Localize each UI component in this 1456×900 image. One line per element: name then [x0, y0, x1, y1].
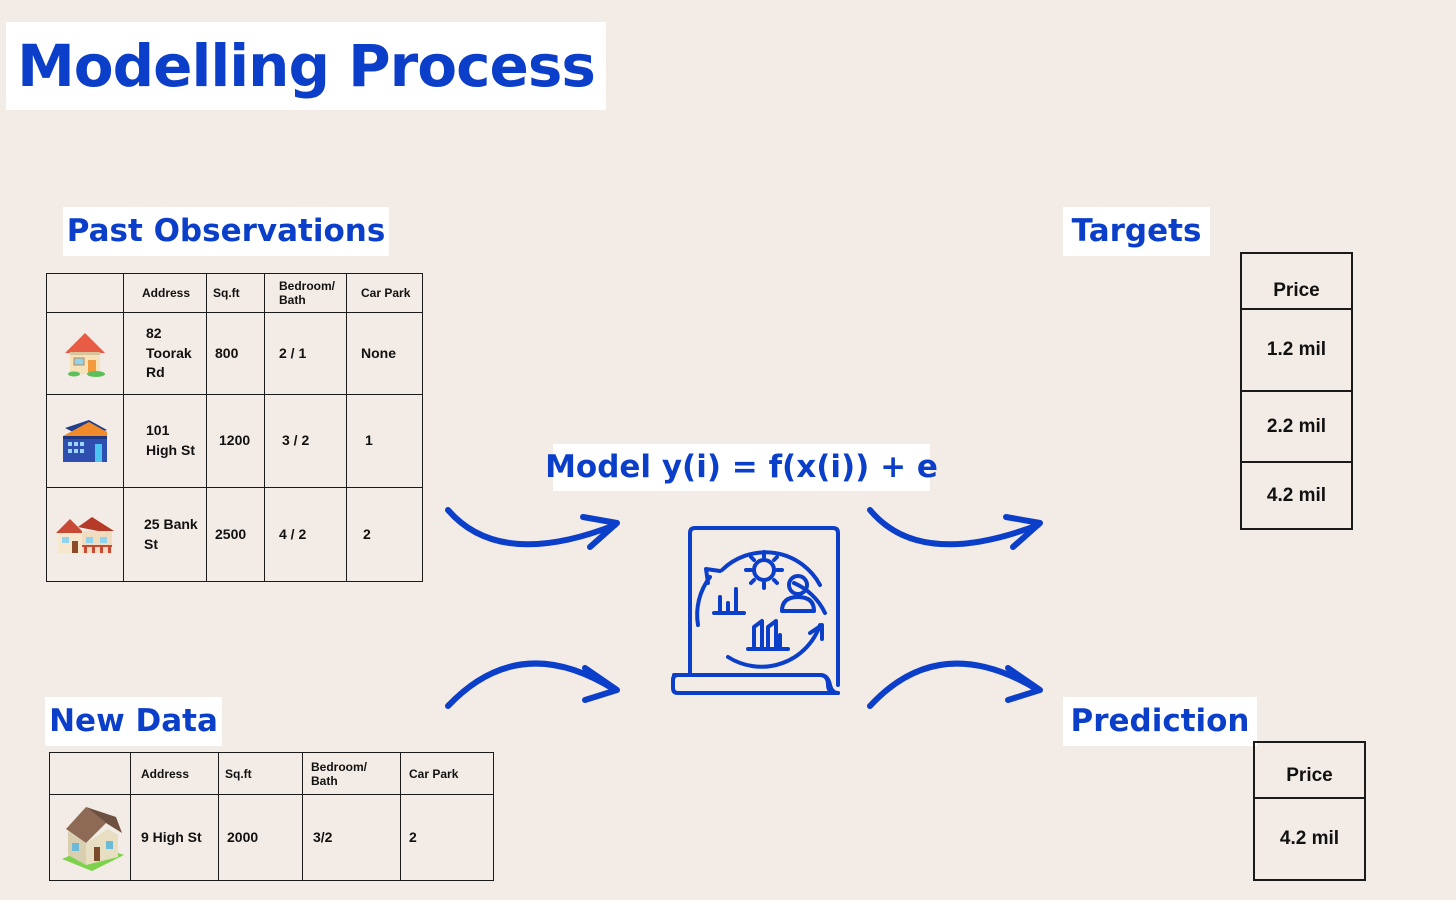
house-icon: [46, 394, 124, 488]
car-park-cell: None: [346, 312, 423, 395]
address-cell: 82 Toorak Rd: [123, 312, 207, 395]
address-cell: 25 Bank St: [123, 487, 207, 582]
page-title: Modelling Process: [6, 22, 606, 110]
new-data-table: Address Sq.ft Bedroom/ Bath Car Park 9 H…: [49, 752, 494, 881]
price-cell: 2.2 mil: [1240, 390, 1353, 463]
model-equation-label: Model y(i) = f(x(i)) + e: [545, 444, 938, 491]
column-header: [49, 752, 131, 795]
past-observations-table: Address Sq.ft Bedroom/ Bath Car Park 82 …: [46, 273, 423, 582]
sqft-cell: 800: [206, 312, 265, 395]
bed-bath-cell: 4 / 2: [264, 487, 347, 582]
price-cell: 4.2 mil: [1253, 797, 1366, 881]
past-observations-title: Past Observations: [63, 207, 389, 256]
prediction-price-table: Price 4.2 mil: [1253, 741, 1366, 881]
price-header: Price: [1240, 252, 1353, 310]
arrow-past-to-model: [445, 507, 620, 550]
bed-bath-cell: 3/2: [302, 794, 401, 881]
column-header-car-park: Car Park: [346, 273, 423, 313]
sqft-cell: 2000: [218, 794, 303, 881]
column-header: [46, 273, 124, 313]
arrow-new-to-model: [445, 660, 620, 709]
table-header-row: Address Sq.ft Bedroom/ Bath Car Park: [46, 273, 423, 313]
address-cell: 9 High St: [130, 794, 219, 881]
machine-learning-model-icon: [671, 526, 840, 695]
bed-bath-cell: 3 / 2: [264, 394, 347, 488]
targets-title: Targets: [1063, 207, 1210, 256]
column-header-address: Address: [130, 752, 219, 795]
arrow-model-to-prediction: [867, 660, 1043, 709]
car-park-cell: 1: [346, 394, 423, 488]
price-cell: 4.2 mil: [1240, 461, 1353, 530]
house-icon: [46, 312, 124, 395]
house-icon: [49, 794, 131, 881]
arrow-model-to-targets: [867, 507, 1043, 550]
prediction-title: Prediction: [1063, 697, 1257, 746]
column-header-bed-bath: Bedroom/ Bath: [264, 273, 347, 313]
price-cell: 1.2 mil: [1240, 308, 1353, 392]
price-header: Price: [1253, 741, 1366, 799]
car-park-cell: 2: [400, 794, 494, 881]
table-row: 25 Bank St 2500 4 / 2 2: [46, 487, 423, 582]
new-data-title: New Data: [45, 697, 222, 746]
car-park-cell: 2: [346, 487, 423, 582]
table-row: 9 High St 2000 3/2 2: [49, 794, 494, 881]
sqft-cell: 2500: [206, 487, 265, 582]
targets-price-table: Price 1.2 mil 2.2 mil 4.2 mil: [1240, 252, 1353, 530]
